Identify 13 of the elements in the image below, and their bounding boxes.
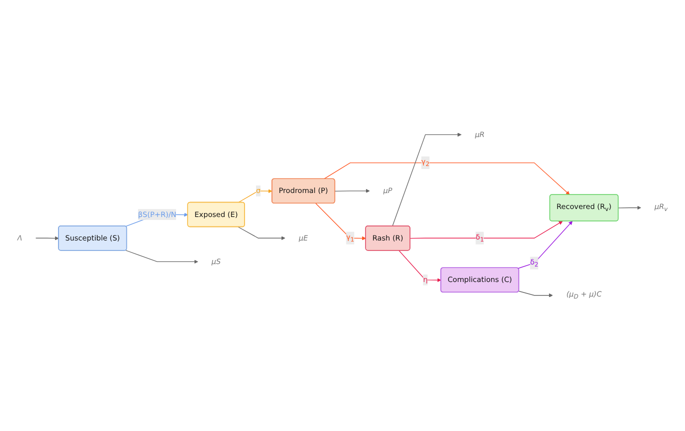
arrow	[238, 189, 272, 203]
arrow	[398, 250, 442, 282]
arrow	[392, 132, 462, 226]
arrow	[324, 162, 570, 195]
arrow	[518, 220, 573, 269]
arrow	[618, 206, 642, 210]
arrow	[518, 290, 553, 298]
arrow	[315, 203, 366, 240]
arrow	[334, 188, 370, 193]
arrow	[35, 236, 59, 240]
arrow	[410, 220, 563, 239]
arrow	[125, 250, 198, 264]
arrow	[238, 226, 286, 240]
